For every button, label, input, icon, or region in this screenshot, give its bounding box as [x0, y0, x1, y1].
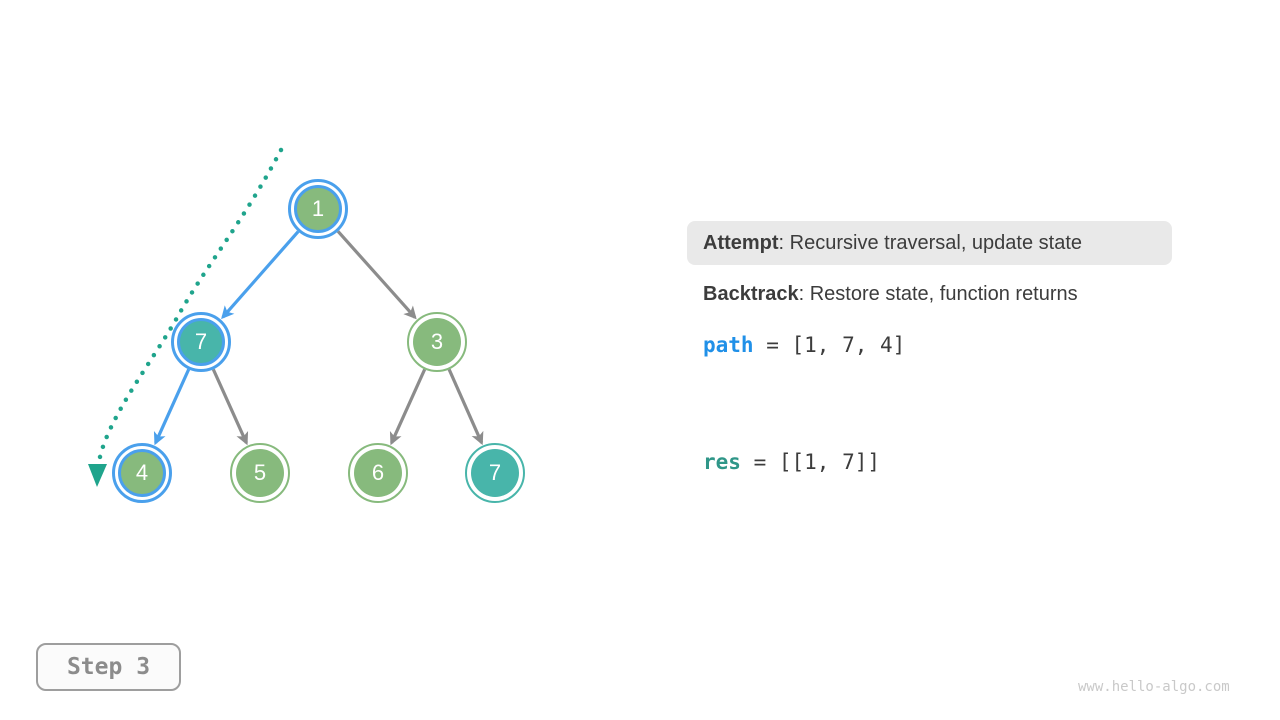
tree-node-value: 7: [471, 449, 519, 497]
traversal-trace-arrowhead-icon: [88, 464, 107, 487]
tree-node-7-highlighted: 7: [171, 312, 231, 372]
attempt-label: Attempt: [703, 231, 779, 254]
tree-edge-3-6: [389, 368, 427, 446]
tree-node-4-highlighted: 4: [112, 443, 172, 503]
tree-node-3: 3: [407, 312, 467, 372]
tree-node-value: 4: [118, 449, 166, 497]
tree-edges-layer: [88, 147, 484, 487]
traversal-trace-dotted-curve: [96, 147, 284, 465]
path-variable-name: path: [703, 333, 754, 357]
res-variable-line: res = [[1, 7]]: [703, 449, 880, 475]
backtrack-label: Backtrack: [703, 282, 799, 305]
tree-edge-1-3: [336, 230, 417, 320]
tree-node-value: 5: [236, 449, 284, 497]
tree-edge-3-7: [447, 368, 484, 446]
tree-edge-7-4: [153, 368, 191, 446]
tree-node-value: 1: [294, 185, 342, 233]
step-badge: Step 3: [36, 643, 181, 691]
backtrack-callout: Backtrack: Restore state, function retur…: [703, 282, 1078, 306]
backtrack-text: : Restore state, function returns: [798, 282, 1078, 305]
tree-node-6: 6: [348, 443, 408, 503]
tree-node-5: 5: [230, 443, 290, 503]
res-variable-value: = [[1, 7]]: [740, 450, 881, 474]
res-variable-name: res: [703, 450, 741, 474]
tree-node-value: 3: [413, 318, 461, 366]
path-variable-value: = [1, 7, 4]: [753, 333, 906, 357]
watermark-url: www.hello-algo.com: [1078, 679, 1230, 695]
path-variable-line: path = [1, 7, 4]: [703, 332, 905, 358]
tree-node-value: 7: [177, 318, 225, 366]
tree-node-1-highlighted: 1: [288, 179, 348, 239]
tree-edge-7-5: [211, 368, 249, 446]
tree-node-value: 6: [354, 449, 402, 497]
tree-edge-1-7: [221, 230, 300, 320]
attempt-callout: Attempt: Recursive traversal, update sta…: [687, 221, 1172, 265]
step-badge-label: Step 3: [66, 654, 151, 680]
tree-node-7: 7: [465, 443, 525, 503]
attempt-text: : Recursive traversal, update state: [778, 231, 1083, 254]
